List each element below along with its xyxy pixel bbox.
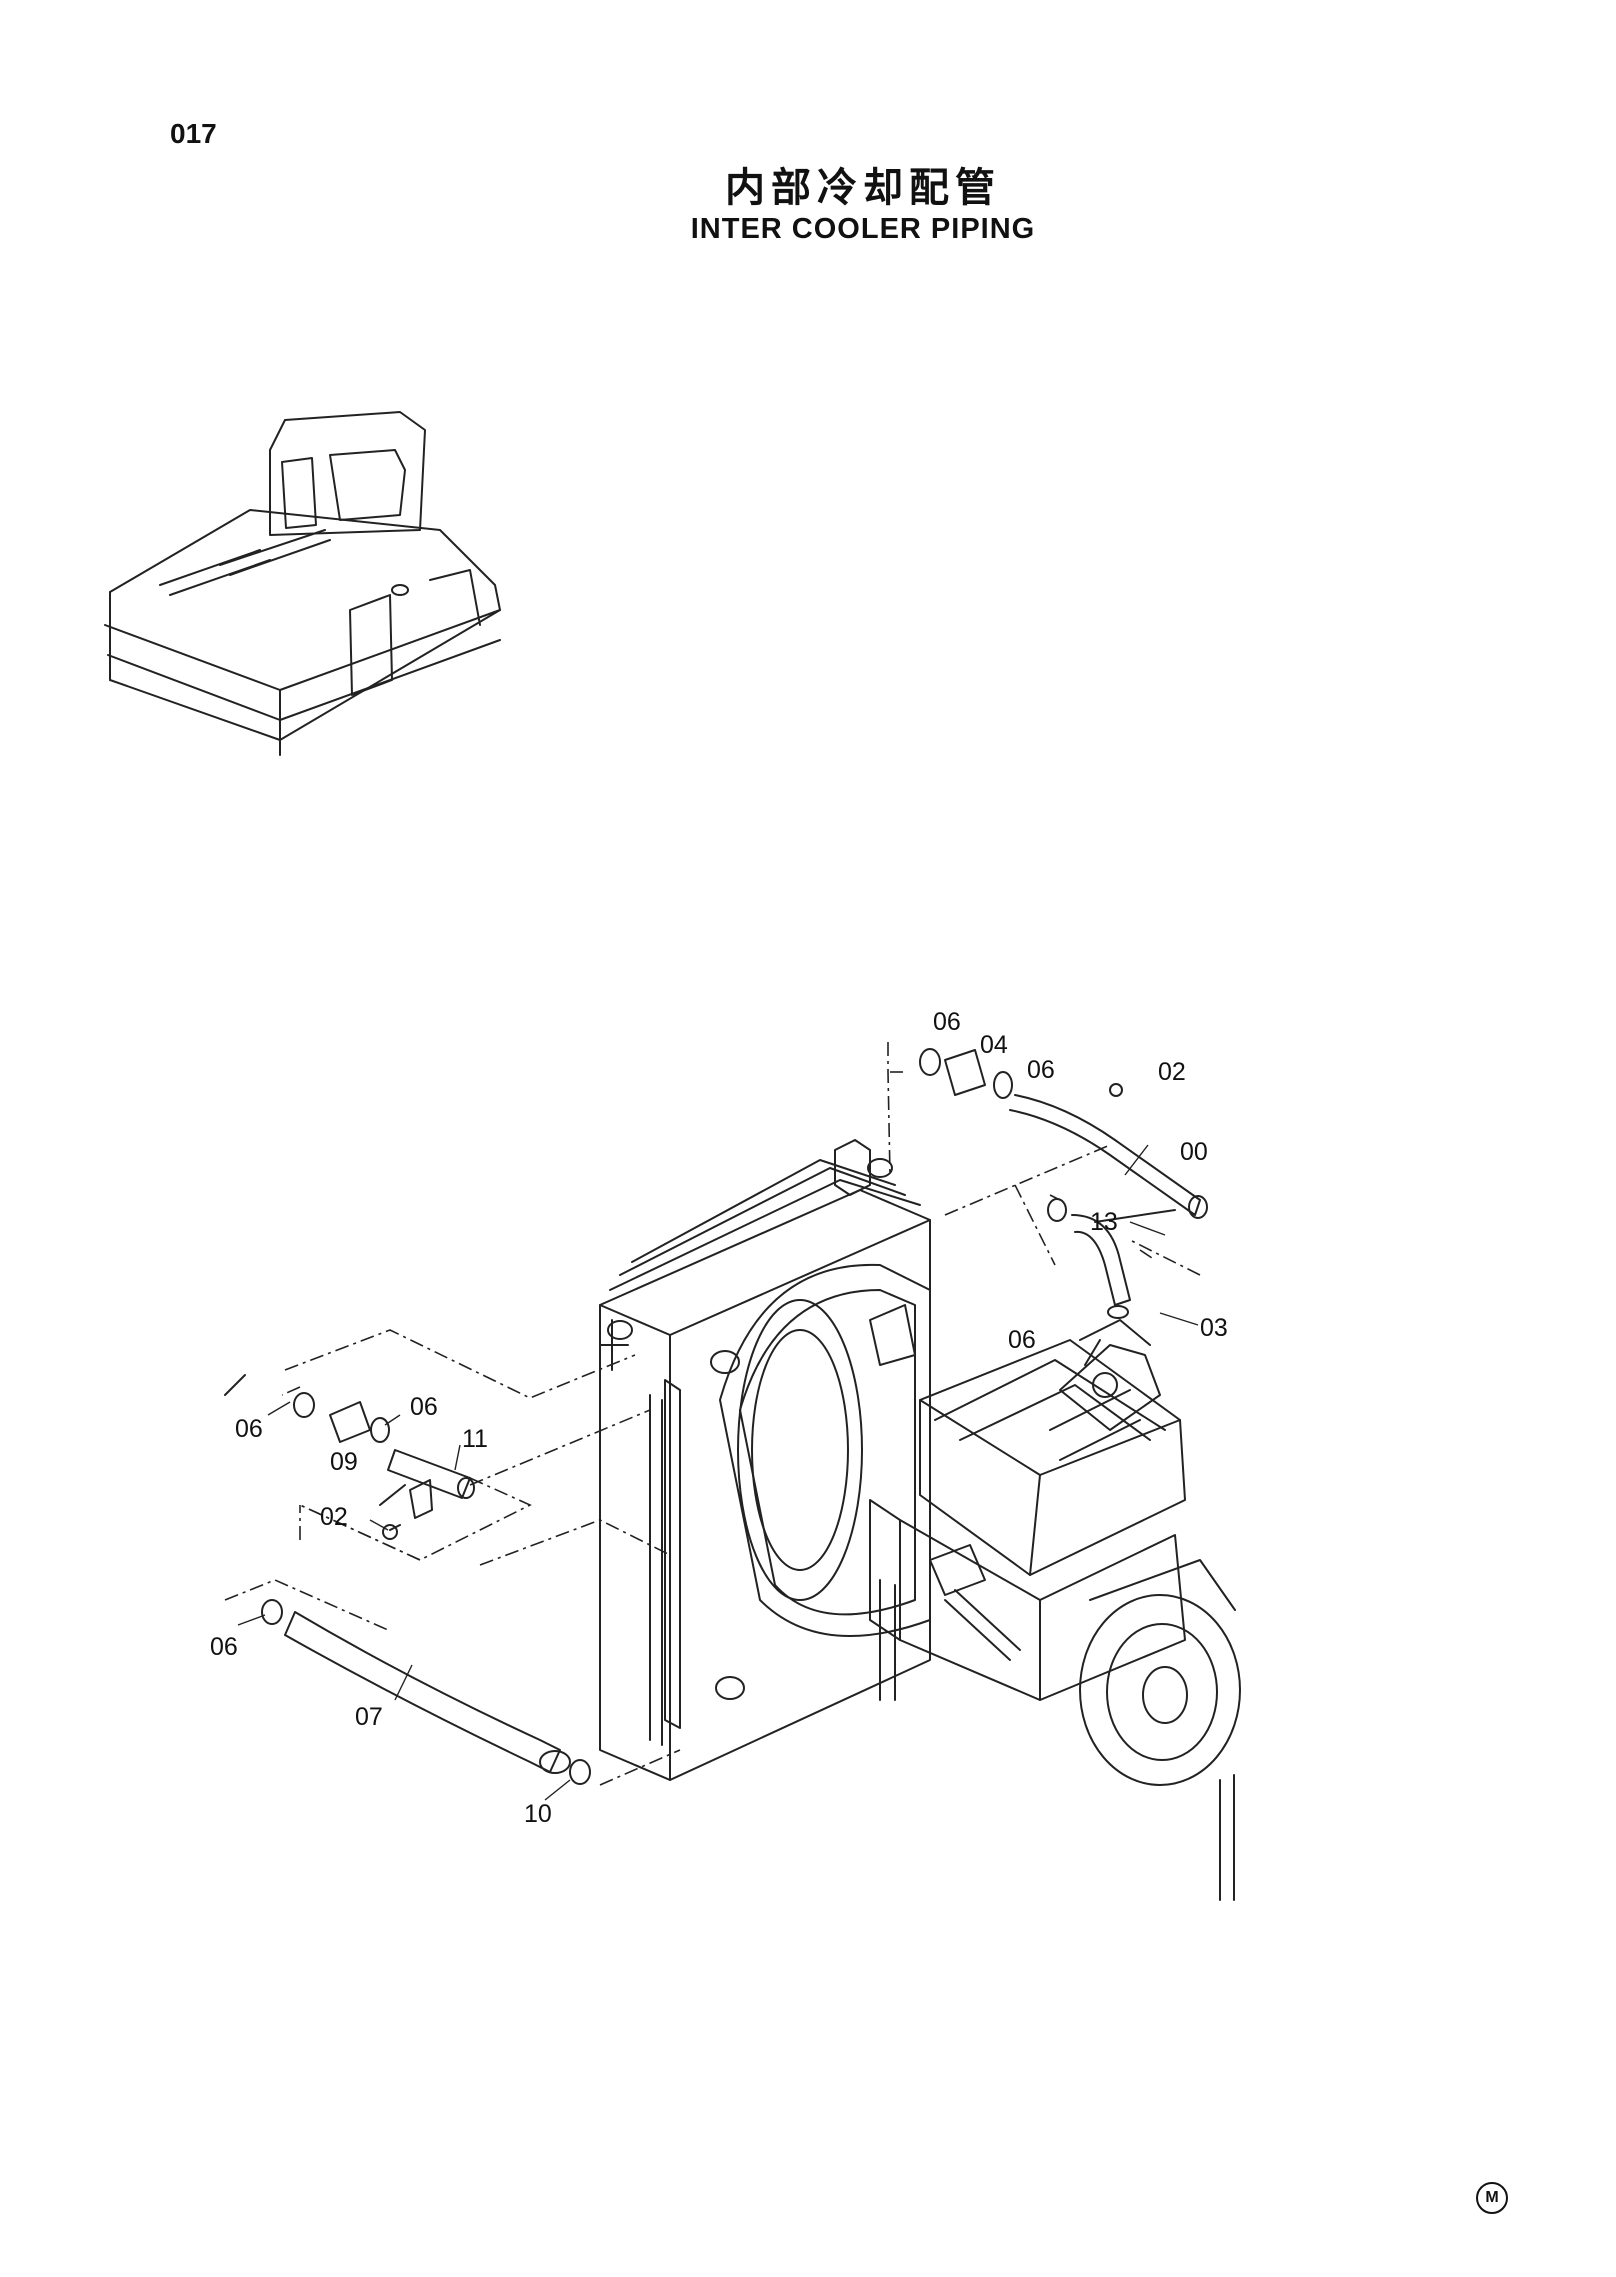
callout-04: 04 [980,1031,1008,1059]
flywheel-housing [1079,1559,1241,1901]
callout-10: 10 [524,1800,552,1828]
circled-m-mark: M [1476,2182,1508,2214]
hose-07 [261,1599,591,1785]
title-chinese: 内部冷却配管 [725,165,1001,211]
radiator-core [599,1139,931,1781]
callout-06-top: 06 [933,1008,961,1036]
callout-13: 13 [1090,1208,1118,1236]
callout-06-right: 06 [1008,1326,1036,1354]
callout-07: 07 [355,1703,383,1731]
callout-09: 09 [330,1448,358,1476]
callout-02-top: 02 [1158,1058,1186,1086]
callout-06-left-b: 06 [410,1393,438,1421]
left-pipe-group [224,1374,475,1540]
fan-shroud [719,1263,931,1637]
callout-11: 11 [462,1425,488,1453]
upper-pipe-group [919,1048,1208,1223]
page-number: 017 [170,118,217,149]
callout-06-low: 06 [210,1633,238,1661]
callout-06-left-a: 06 [235,1415,263,1443]
machine-thumbnail [104,411,501,756]
callout-labels: 06 04 06 02 00 13 06 03 06 06 09 11 02 0… [210,1008,1228,1828]
callout-00: 00 [1180,1138,1208,1166]
engine-block [869,1319,1186,1701]
callout-06-mid: 06 [1027,1056,1055,1084]
title-english: INTER COOLER PIPING [690,213,1036,245]
callout-02-left: 02 [320,1503,348,1531]
callout-03: 03 [1200,1314,1228,1342]
